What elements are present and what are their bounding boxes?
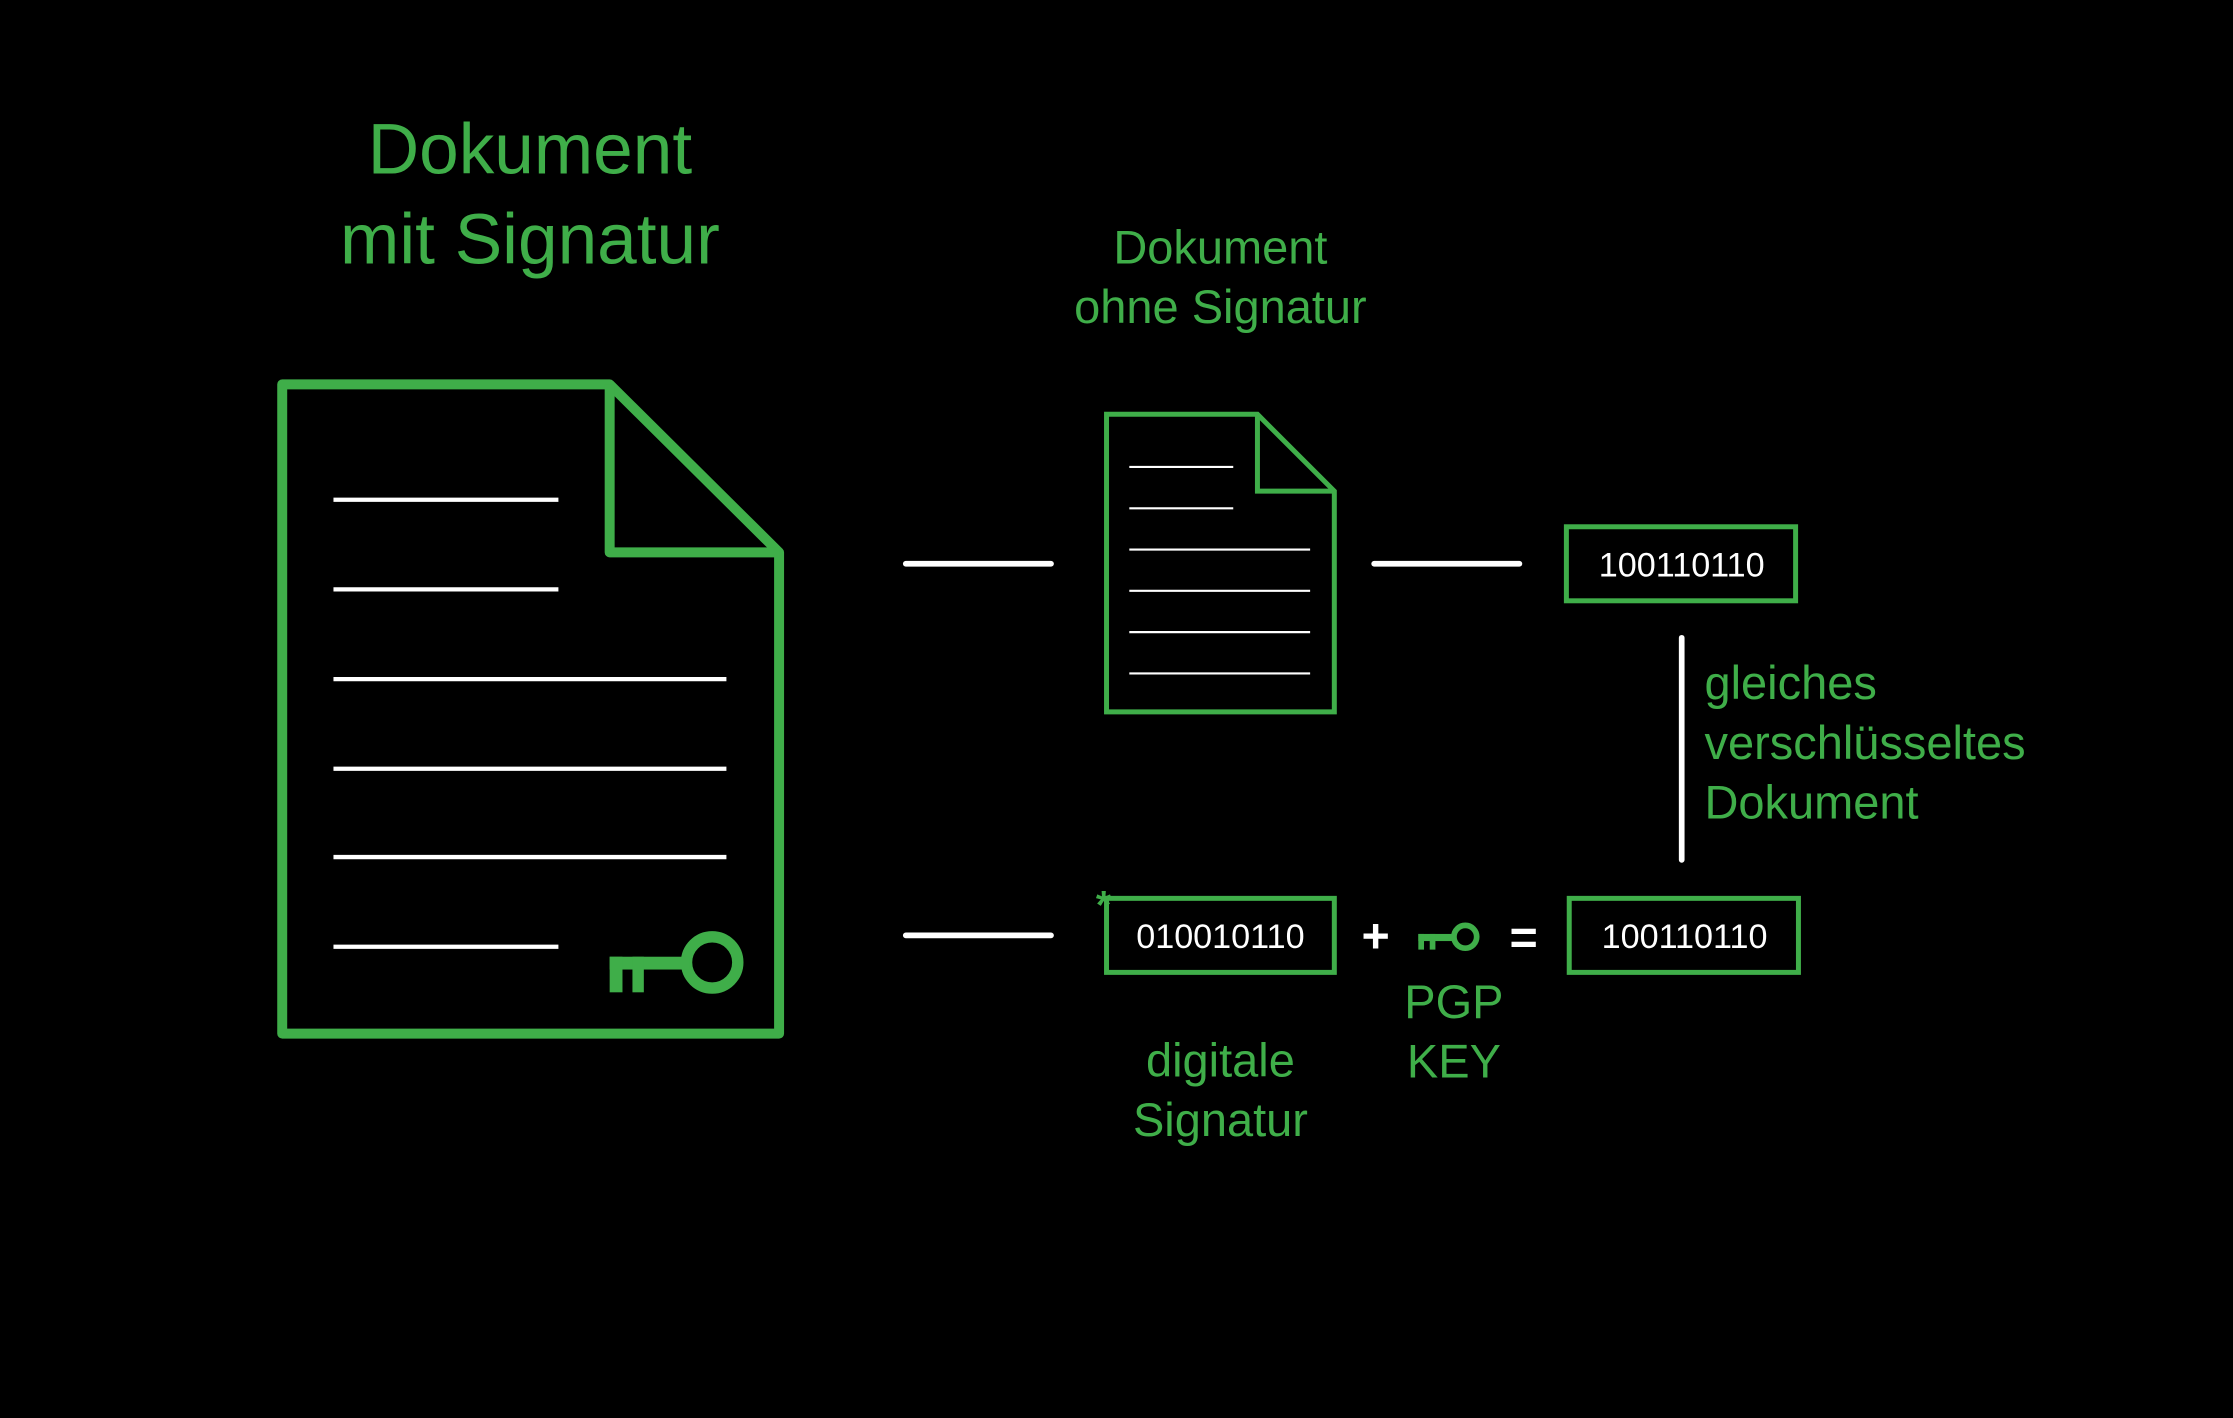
equals-operator: = — [1510, 911, 1538, 965]
connectors — [902, 560, 1685, 939]
pgp-label-1: PGP — [1404, 975, 1503, 1028]
hash-value: 100110110 — [1599, 547, 1765, 585]
unsigned-doc-title-2: ohne Signatur — [1074, 280, 1366, 333]
comparison-line-2: verschlüsseltes — [1704, 716, 2025, 769]
pgp-key-icon — [1418, 922, 1480, 952]
signed-doc-title-2: mit Signatur — [340, 200, 720, 279]
unsigned-doc-title-1: Dokument — [1113, 220, 1327, 273]
plus-operator: + — [1361, 909, 1389, 963]
signed-doc-title-1: Dokument — [368, 111, 693, 190]
signature-label-1: digitale — [1146, 1033, 1295, 1086]
signature-value: 010010110 — [1136, 918, 1304, 956]
key-icon — [609, 931, 744, 994]
signature-marker: * — [1096, 883, 1112, 927]
pgp-label-2: KEY — [1407, 1035, 1501, 1088]
document-icon — [1104, 411, 1337, 715]
result-box — [1566, 895, 1801, 975]
document-with-key-icon — [277, 379, 785, 1039]
hash-box — [1563, 524, 1799, 604]
result-value: 100110110 — [1602, 918, 1768, 956]
signature-label-2: Signatur — [1133, 1093, 1308, 1146]
comparison-line-3: Dokument — [1704, 776, 1918, 829]
comparison-line-1: gleiches — [1704, 656, 1876, 709]
signature-box — [1104, 895, 1337, 975]
